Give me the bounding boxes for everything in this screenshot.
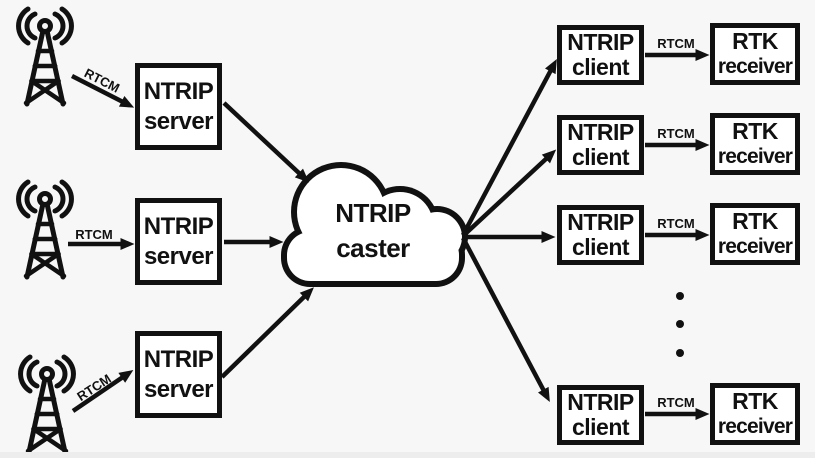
rtcm-edge-label: RTCM <box>657 216 695 231</box>
bottom-edge-strip <box>0 452 815 458</box>
ellipsis-dots <box>676 292 684 357</box>
rtk-receiver-label-line2: receiver <box>717 55 793 78</box>
ntrip-client-label-line2: client <box>571 54 630 80</box>
ntrip-client-label-line1: NTRIP <box>567 119 634 145</box>
rtk-receiver-label-line2: receiver <box>717 145 793 168</box>
ntrip-caster-label: NTRIP caster <box>283 196 463 266</box>
ntrip-server-label-line2: server <box>143 242 214 270</box>
rtcm-edge-label: RTCM <box>657 126 695 141</box>
rtk-receiver-label-line1: RTK <box>732 388 778 414</box>
arrow-caster-client2 <box>461 149 557 238</box>
rtcm-edge-label: RTCM <box>657 36 695 51</box>
ntrip-client-box: NTRIP client <box>557 25 644 85</box>
rtk-receiver-box: RTK receiver <box>710 113 800 175</box>
rtk-receiver-box: RTK receiver <box>710 23 800 85</box>
ntrip-client-label-line2: client <box>571 234 630 260</box>
ntrip-client-label-line1: NTRIP <box>567 29 634 55</box>
ntrip-server-box: NTRIP server <box>135 331 222 418</box>
rtk-receiver-box: RTK receiver <box>710 383 800 445</box>
ntrip-client-box: NTRIP client <box>557 205 644 265</box>
ntrip-client-label-line2: client <box>571 144 630 170</box>
arrow-tower1-server1 <box>70 73 135 108</box>
arrow-caster-client4 <box>461 236 550 403</box>
arrow-tower3-server3 <box>71 369 134 413</box>
radio-tower-icon <box>21 357 74 452</box>
rtk-receiver-label-line1: RTK <box>732 208 778 234</box>
rtk-receiver-label-line1: RTK <box>732 28 778 54</box>
ntrip-client-label-line1: NTRIP <box>567 209 634 235</box>
ntrip-client-box: NTRIP client <box>557 385 644 445</box>
radio-tower-icon <box>19 9 72 104</box>
ntrip-client-label-line2: client <box>571 414 630 440</box>
radio-tower-icon <box>19 182 72 277</box>
ntrip-client-label-line1: NTRIP <box>567 389 634 415</box>
arrow-server1-caster <box>222 101 310 183</box>
rtcm-edge-label: RTCM <box>75 227 113 242</box>
ntrip-server-box: NTRIP server <box>135 63 222 150</box>
rtk-receiver-box: RTK receiver <box>710 203 800 265</box>
arrow-caster-client1 <box>461 58 557 237</box>
arrow-server3-caster <box>220 287 314 379</box>
ntrip-server-label-line2: server <box>143 375 214 403</box>
ntrip-caster-label-line2: caster <box>336 233 410 263</box>
ntrip-server-label-line2: server <box>143 107 214 135</box>
rtcm-edge-label: RTCM <box>657 395 695 410</box>
ntrip-server-label-line1: NTRIP <box>143 77 214 105</box>
ntrip-server-label-line1: NTRIP <box>143 345 214 373</box>
caster-cloud-shape <box>281 162 468 287</box>
ntrip-server-label-line1: NTRIP <box>143 212 214 240</box>
ntrip-server-box: NTRIP server <box>135 198 222 285</box>
ntrip-caster-label-line1: NTRIP <box>335 198 411 228</box>
rtk-receiver-label-line2: receiver <box>717 235 793 258</box>
arrows <box>68 49 710 420</box>
rtk-receiver-label-line2: receiver <box>717 415 793 438</box>
rtk-receiver-label-line1: RTK <box>732 118 778 144</box>
ntrip-client-box: NTRIP client <box>557 115 644 175</box>
